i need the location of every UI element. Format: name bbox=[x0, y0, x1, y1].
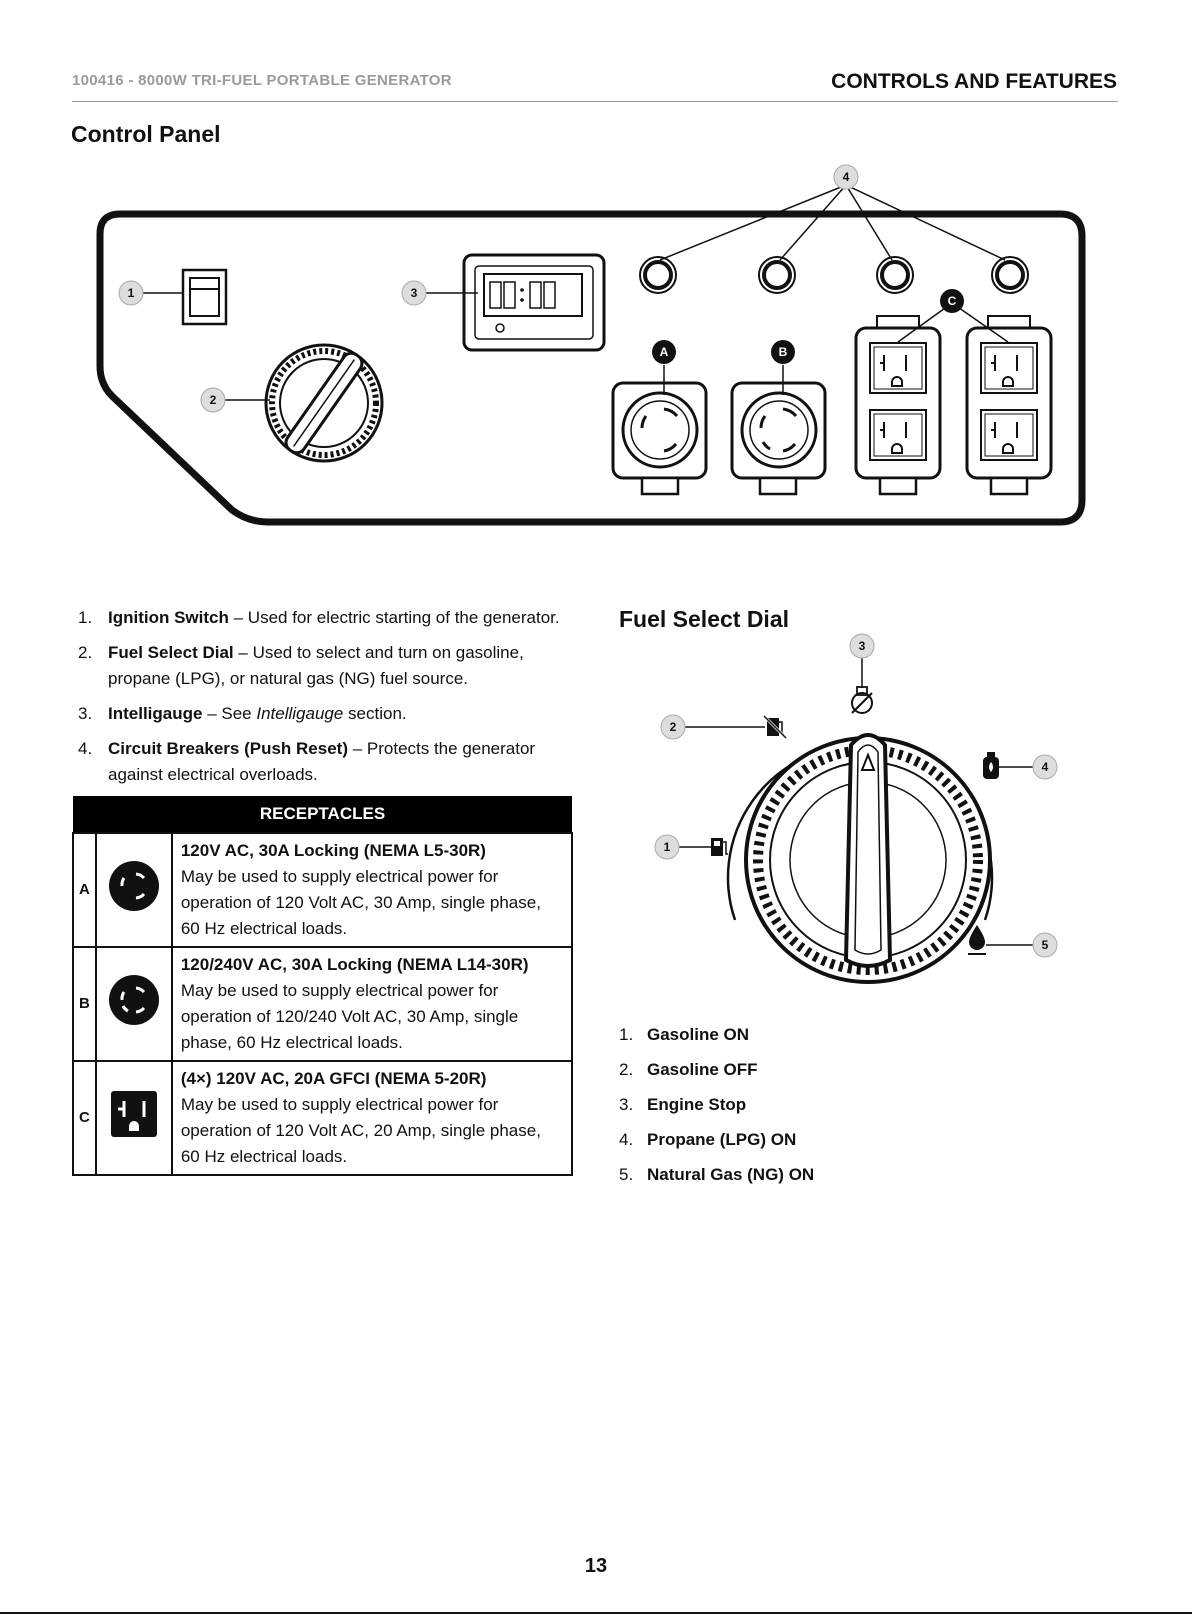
receptacles-heading: RECEPTACLES bbox=[73, 796, 572, 833]
gfci-outlet-right-icon bbox=[965, 315, 1053, 496]
bottom-rule bbox=[0, 1612, 1192, 1614]
svg-text:1: 1 bbox=[664, 840, 671, 854]
list-item: 4.Propane (LPG) ON bbox=[619, 1130, 797, 1149]
list-item: 1. Ignition Switch – Used for electric s… bbox=[78, 608, 560, 627]
locking-30a-icon bbox=[108, 861, 159, 911]
svg-text:2: 2 bbox=[670, 720, 677, 734]
section-title: CONTROLS AND FEATURES bbox=[831, 70, 1117, 93]
callout-4: 4 bbox=[833, 164, 859, 190]
svg-text:4: 4 bbox=[843, 170, 850, 184]
controls-list: 1. Ignition Switch – Used for electric s… bbox=[78, 605, 578, 797]
callout-b: B bbox=[771, 340, 795, 364]
svg-text:3: 3 bbox=[411, 286, 418, 300]
list-item: 4. Circuit Breakers (Push Reset) – Prote… bbox=[78, 739, 536, 784]
receptacle-b-icon bbox=[730, 381, 827, 496]
callout-3: 3 bbox=[401, 280, 427, 306]
list-item: 3. Intelligauge – See Intelligauge secti… bbox=[78, 704, 407, 723]
ignition-switch-icon bbox=[181, 268, 228, 326]
receptacle-a-icon bbox=[611, 381, 708, 496]
svg-text:5: 5 bbox=[1042, 938, 1049, 952]
propane-on-icon bbox=[983, 752, 999, 779]
fuel-select-dial-icon bbox=[264, 343, 384, 463]
svg-text:B: B bbox=[779, 345, 788, 359]
svg-text:C: C bbox=[948, 294, 957, 308]
dial-callout-4: 4 bbox=[1032, 754, 1058, 780]
svg-text:1: 1 bbox=[128, 286, 135, 300]
callout-c: C bbox=[940, 289, 964, 313]
control-panel-title: Control Panel bbox=[71, 121, 221, 147]
header-rule bbox=[72, 101, 1118, 102]
callout-a: A bbox=[652, 340, 676, 364]
circuit-breaker-buttons bbox=[639, 256, 1029, 294]
gasoline-on-icon bbox=[711, 838, 728, 856]
intelligauge-display-icon bbox=[462, 253, 606, 352]
page-number: 13 bbox=[584, 1555, 608, 1577]
svg-text:A: A bbox=[660, 345, 669, 359]
list-item: 3.Engine Stop bbox=[619, 1095, 747, 1114]
table-row: C (4×) 120V AC, 20A GFCI (NEMA 5-20R) Ma… bbox=[72, 1060, 574, 1176]
gfci-outlet-icon bbox=[110, 1091, 157, 1137]
gasoline-off-icon bbox=[762, 714, 788, 740]
locking-l14-icon bbox=[108, 975, 159, 1025]
fuel-positions-list: 1.Gasoline ON 2.Gasoline OFF 3.Engine St… bbox=[619, 1022, 814, 1197]
dial-callout-5: 5 bbox=[1032, 932, 1058, 958]
table-row: A 120V AC, 30A Locking (NEMA L5-30R) May… bbox=[72, 832, 574, 948]
callout-1: 1 bbox=[118, 280, 144, 306]
fuel-select-dial-title: Fuel Select Dial bbox=[619, 606, 790, 632]
fuel-dial-diagram bbox=[726, 733, 994, 984]
gfci-outlet-left-icon bbox=[854, 315, 942, 496]
svg-text:2: 2 bbox=[210, 393, 217, 407]
list-item: 5.Natural Gas (NG) ON bbox=[619, 1165, 815, 1184]
list-item: 2.Gasoline OFF bbox=[619, 1060, 758, 1079]
list-item: 2. Fuel Select Dial – Used to select and… bbox=[78, 643, 524, 688]
list-item: 1.Gasoline ON bbox=[619, 1025, 750, 1044]
document-title: 100416 - 8000W TRI-FUEL PORTABLE GENERAT… bbox=[72, 72, 452, 89]
engine-stop-icon bbox=[851, 686, 873, 714]
dial-callout-1: 1 bbox=[654, 834, 680, 860]
svg-text:4: 4 bbox=[1042, 760, 1049, 774]
receptacles-table: RECEPTACLES A 120V AC, 30A Locking (NEMA… bbox=[72, 796, 574, 1176]
natural-gas-on-icon bbox=[968, 925, 986, 955]
dial-callout-3: 3 bbox=[849, 633, 875, 659]
table-row: B 120/240V AC, 30A Locking (NEMA L14-30R… bbox=[72, 946, 574, 1062]
callout-2: 2 bbox=[200, 387, 226, 413]
svg-text:3: 3 bbox=[859, 639, 866, 653]
dial-callout-2: 2 bbox=[660, 714, 686, 740]
